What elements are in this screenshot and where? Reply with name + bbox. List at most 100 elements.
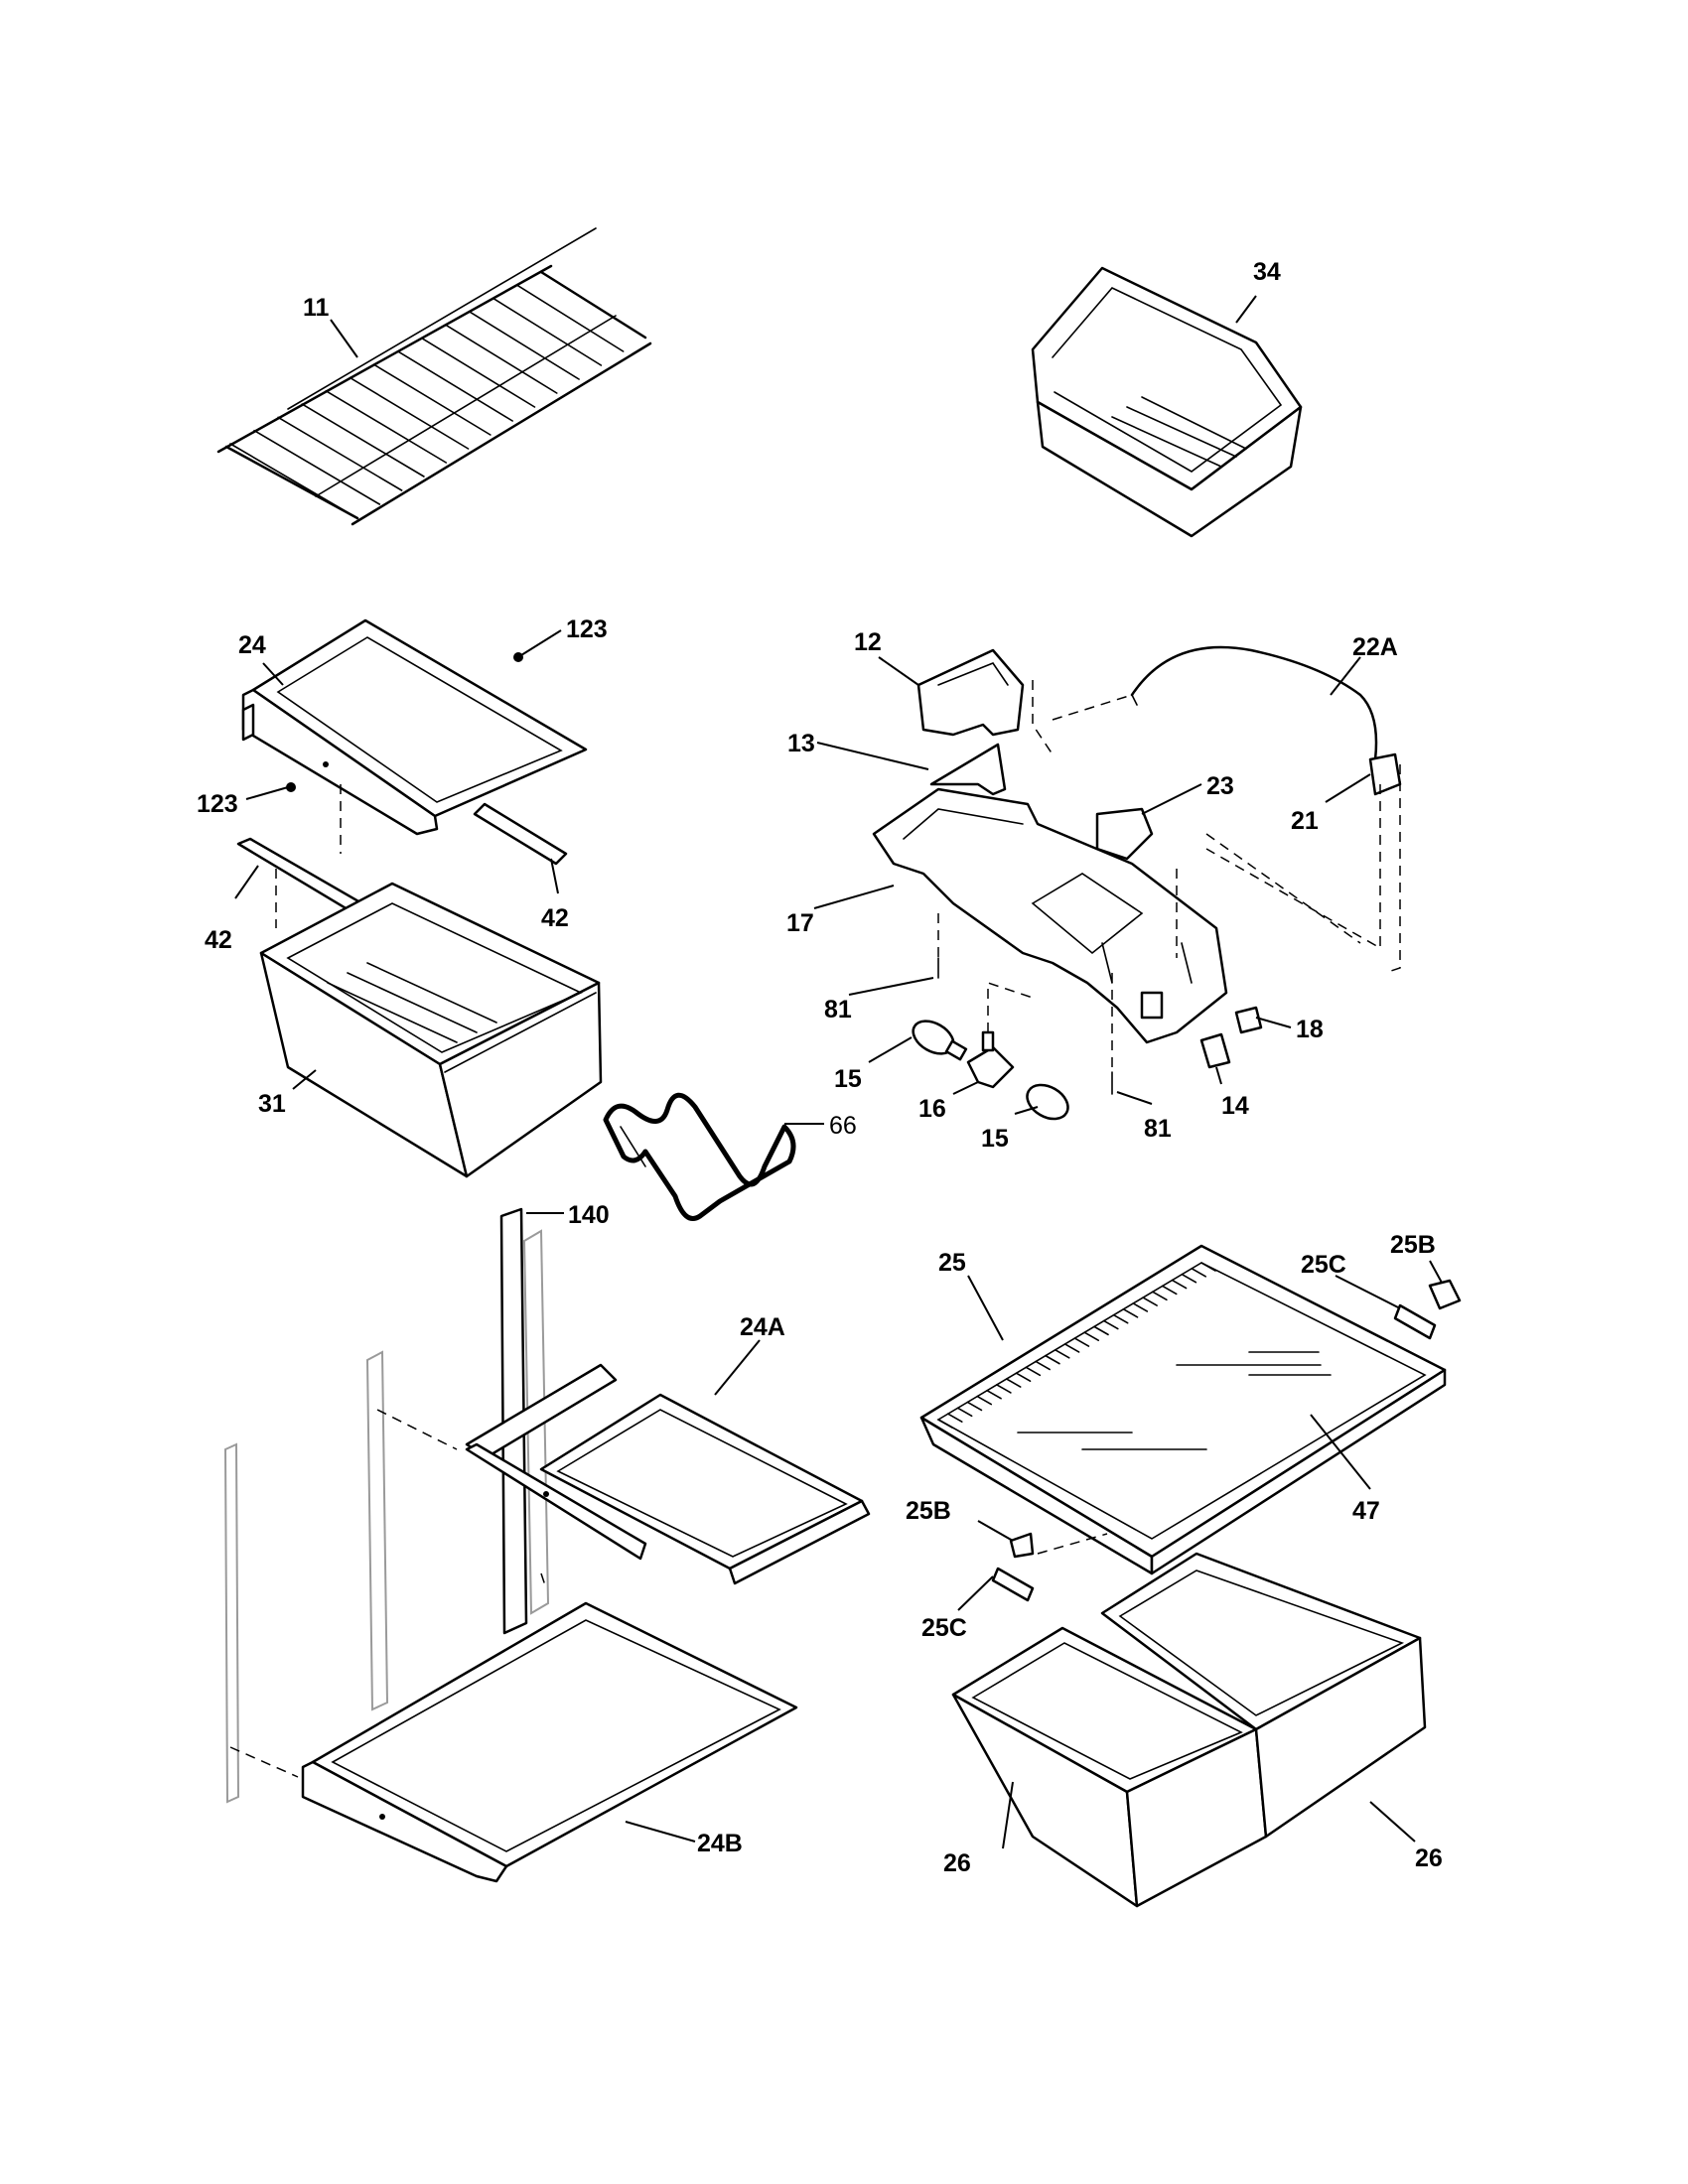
- vent-slot: [1181, 1273, 1197, 1284]
- drawer-26-left: [951, 1626, 1268, 1908]
- bracket-13: [929, 743, 1007, 796]
- bulb-15-left: [912, 1020, 968, 1061]
- label-24: 24: [238, 631, 266, 659]
- socket-16: [966, 1030, 1015, 1089]
- vent-slot: [1152, 1291, 1168, 1301]
- shelf-rung: [229, 443, 358, 519]
- part-labels: 11 34 24 123 123 42 42 31 66 12 13 22A 2…: [197, 258, 1443, 1877]
- vent-slot: [1191, 1268, 1206, 1278]
- vent-slot: [1122, 1308, 1139, 1318]
- label-26-left: 26: [943, 1849, 971, 1877]
- shelf-rung: [325, 389, 448, 464]
- vent-slot: [937, 1419, 953, 1429]
- vent-slot: [947, 1413, 963, 1423]
- wire-shelf-11: [216, 227, 652, 526]
- bin-34: [1031, 266, 1303, 538]
- vent-slot: [1005, 1378, 1022, 1388]
- bulb-15-right: [1026, 1083, 1069, 1121]
- vent-slot: [956, 1407, 973, 1418]
- label-123-left: 123: [197, 790, 238, 818]
- label-25B-top: 25B: [1390, 1231, 1436, 1259]
- label-17: 17: [786, 909, 814, 937]
- shelf-rung: [349, 376, 470, 450]
- vent-slot: [1035, 1360, 1051, 1371]
- shelf-rung: [277, 416, 403, 491]
- vent-slot: [986, 1389, 1002, 1400]
- rail-left-back: [223, 1442, 240, 1804]
- shelf-rung: [540, 271, 646, 339]
- label-21: 21: [1291, 807, 1319, 835]
- drawer-31: [259, 882, 603, 1178]
- vent-slot: [1200, 1262, 1216, 1272]
- clip-25C-bottom: [991, 1567, 1035, 1602]
- label-12: 12: [854, 628, 882, 656]
- socket-18: [1234, 1006, 1263, 1034]
- label-26-right: 26: [1415, 1844, 1443, 1872]
- label-66: 66: [829, 1112, 857, 1140]
- vent-slot: [966, 1401, 983, 1412]
- label-15-left: 15: [834, 1065, 862, 1093]
- rail-left-mid: [365, 1350, 389, 1711]
- label-34: 34: [1253, 258, 1281, 286]
- label-11: 11: [303, 294, 330, 322]
- shelf-rung: [516, 284, 625, 352]
- clip-25C-top: [1393, 1303, 1437, 1340]
- shelf-rung: [420, 337, 536, 408]
- label-22A: 22A: [1352, 633, 1398, 661]
- label-25: 25: [938, 1249, 966, 1277]
- drawer-26-right: [1100, 1552, 1427, 1839]
- vent-slot: [1171, 1279, 1188, 1290]
- label-24B: 24B: [697, 1830, 743, 1857]
- switch-21: [1368, 752, 1402, 796]
- vent-slot: [1103, 1319, 1119, 1330]
- label-13: 13: [787, 730, 815, 757]
- shelf-rung: [492, 297, 603, 366]
- vent-slot: [996, 1384, 1012, 1394]
- leader-lines: [234, 295, 1443, 1849]
- clip-25B-bottom: [1009, 1532, 1035, 1559]
- shelf-rung: [396, 350, 513, 422]
- label-42-left: 42: [205, 926, 232, 954]
- label-18: 18: [1296, 1016, 1324, 1043]
- vent-slot: [1112, 1313, 1129, 1324]
- shelf-24B: [301, 1601, 798, 1883]
- label-123-top: 123: [566, 615, 608, 643]
- label-25C-top: 25C: [1301, 1251, 1346, 1279]
- shelf-rung: [372, 363, 492, 436]
- vent-slot: [976, 1395, 993, 1406]
- label-15-right: 15: [981, 1125, 1009, 1153]
- label-47: 47: [1352, 1497, 1380, 1525]
- label-14: 14: [1221, 1092, 1249, 1120]
- vent-slot: [1073, 1337, 1090, 1347]
- label-42-right: 42: [541, 904, 569, 932]
- vent-slot: [1142, 1297, 1158, 1306]
- label-81-left: 81: [824, 996, 852, 1024]
- label-31: 31: [258, 1090, 286, 1118]
- vent-slot: [1025, 1366, 1042, 1377]
- shelf-24A: [465, 1363, 871, 1585]
- label-25C-bottom: 25C: [921, 1614, 967, 1642]
- housing-17: [872, 787, 1228, 1044]
- switch-14: [1199, 1032, 1231, 1069]
- vent-slot: [1093, 1325, 1109, 1336]
- glass-47: [1017, 1351, 1332, 1450]
- label-16: 16: [918, 1095, 946, 1123]
- vent-slot: [1045, 1354, 1060, 1365]
- vent-slot: [1054, 1348, 1070, 1359]
- shelf-rung: [444, 324, 558, 394]
- clip-25B-top: [1428, 1279, 1462, 1310]
- label-25B-bottom: 25B: [906, 1497, 951, 1525]
- label-23: 23: [1206, 772, 1234, 800]
- heater-66: [603, 1092, 796, 1221]
- vent-slot: [1015, 1372, 1032, 1382]
- harness-22A: [1130, 645, 1378, 761]
- label-140: 140: [568, 1201, 610, 1229]
- vent-slot: [1161, 1285, 1178, 1296]
- shelf-rung: [468, 311, 580, 380]
- cover-12: [916, 648, 1025, 737]
- shelf-rung: [253, 429, 381, 505]
- label-24A: 24A: [740, 1313, 785, 1341]
- vent-slot: [1063, 1343, 1080, 1353]
- label-81-right: 81: [1144, 1115, 1172, 1143]
